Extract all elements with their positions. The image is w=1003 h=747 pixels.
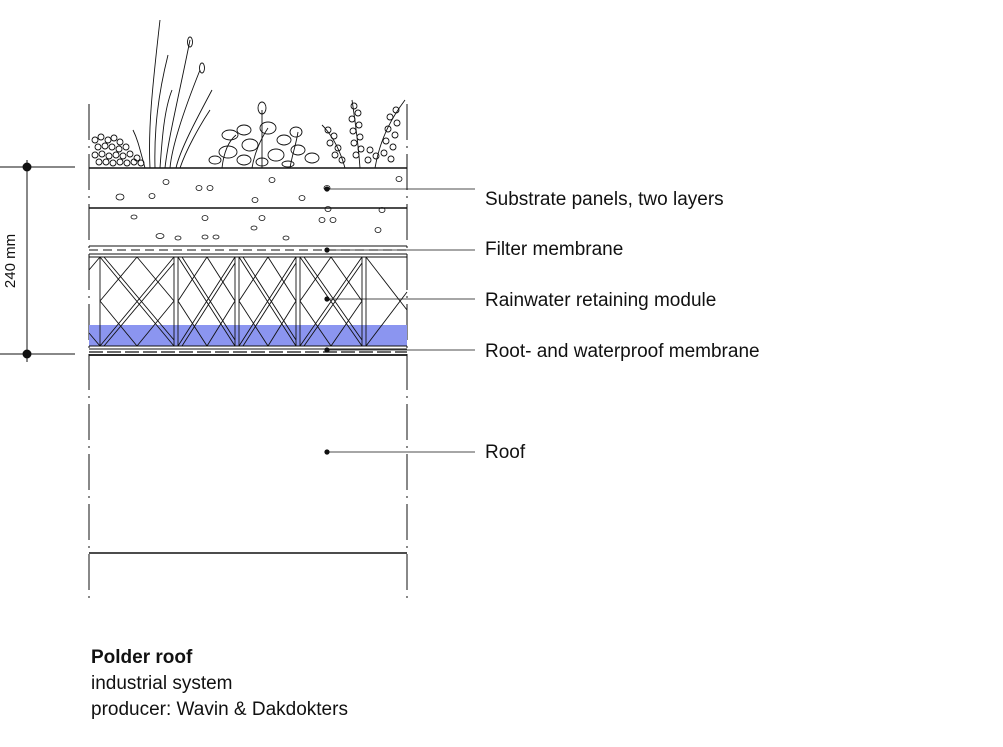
dimension-line bbox=[0, 160, 75, 362]
caption-producer: producer: Wavin & Dakdokters bbox=[91, 699, 348, 720]
retaining-module bbox=[88, 256, 408, 347]
section-edges bbox=[88, 104, 408, 604]
label-waterproof-membrane: Root- and waterproof membrane bbox=[485, 341, 760, 362]
label-roof: Roof bbox=[485, 442, 526, 463]
middle-herbs bbox=[208, 101, 320, 169]
substrate-panels bbox=[89, 167, 407, 241]
caption: Polder roof industrial system producer: … bbox=[91, 645, 348, 723]
left-shrub bbox=[91, 133, 145, 167]
caption-system: industrial system bbox=[91, 673, 233, 694]
dimension-label: 240 mm bbox=[2, 234, 19, 288]
waterproof-membrane bbox=[89, 348, 407, 356]
leader-lines bbox=[324, 186, 475, 455]
label-substrate: Substrate panels, two layers bbox=[485, 189, 724, 210]
label-retaining-module: Rainwater retaining module bbox=[485, 290, 716, 311]
label-filter-membrane: Filter membrane bbox=[485, 239, 623, 260]
filter-membrane bbox=[89, 245, 407, 255]
right-fern bbox=[321, 99, 406, 169]
caption-title: Polder roof bbox=[91, 647, 193, 668]
vegetation-layer bbox=[91, 19, 406, 169]
